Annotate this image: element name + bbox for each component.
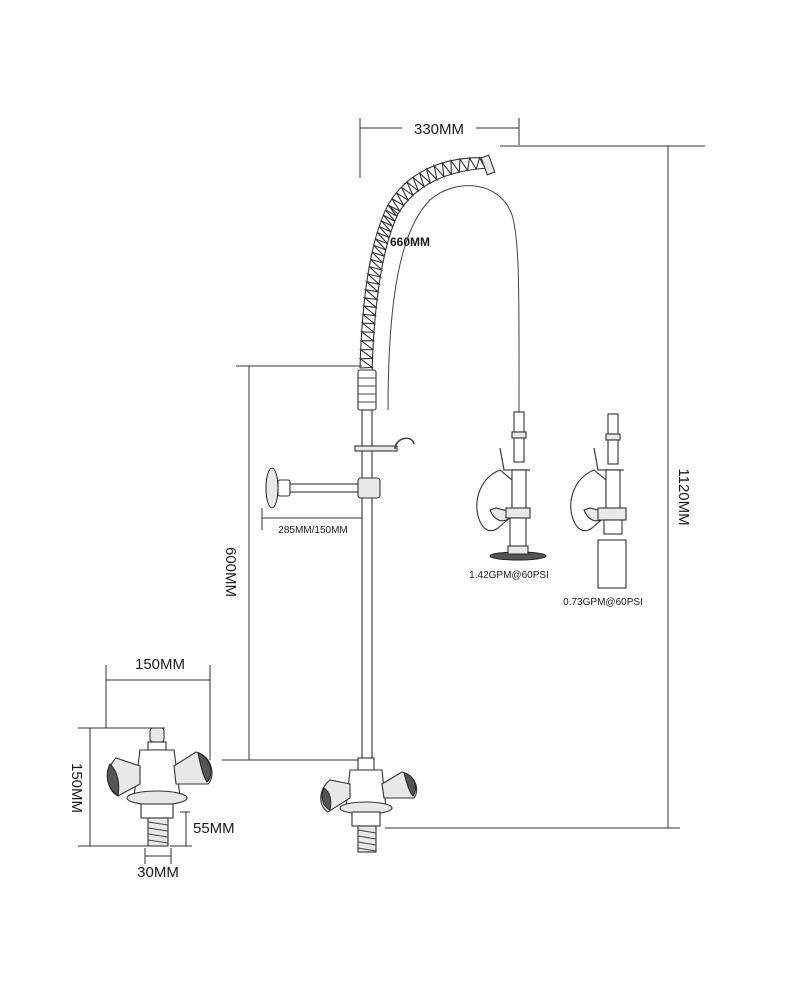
spring-coil [358, 154, 496, 373]
faucet-main-body [320, 757, 418, 853]
spray-hose: 660MM [387, 185, 520, 416]
label-base-width: 150MM [135, 656, 185, 673]
dim-coil-width: 330MM [359, 118, 520, 178]
base-detail-view [106, 727, 213, 847]
dim-arm-length: 285MM/150MM [261, 500, 363, 536]
dim-inlet-length: 55MM [170, 811, 235, 847]
label-valve-b-flow: 0.73GPM@60PSI [563, 597, 643, 608]
spray-valve-a: 1.42GPM@60PSI [469, 411, 549, 581]
label-total-height: 1120MM [675, 468, 692, 525]
dim-total-height: 1120MM [385, 145, 705, 829]
label-valve-a-flow: 1.42GPM@60PSI [469, 570, 549, 581]
dim-inlet-width: 30MM [137, 848, 179, 881]
faucet-column [265, 369, 415, 761]
dim-base-width: 150MM [105, 656, 211, 760]
label-coil-width: 330MM [414, 121, 464, 138]
dim-base-height: 150MM [68, 727, 165, 847]
label-inlet-length: 55MM [193, 820, 235, 837]
spray-valve-b: 0.73GPM@60PSI [563, 413, 643, 608]
label-column-height: 600MM [222, 547, 239, 597]
label-inlet-width: 30MM [137, 864, 179, 881]
label-base-height: 150MM [68, 763, 85, 813]
label-hose-length: 660MM [390, 235, 430, 249]
dim-column-height: 600MM [222, 365, 362, 761]
label-arm-length: 285MM/150MM [278, 525, 347, 536]
